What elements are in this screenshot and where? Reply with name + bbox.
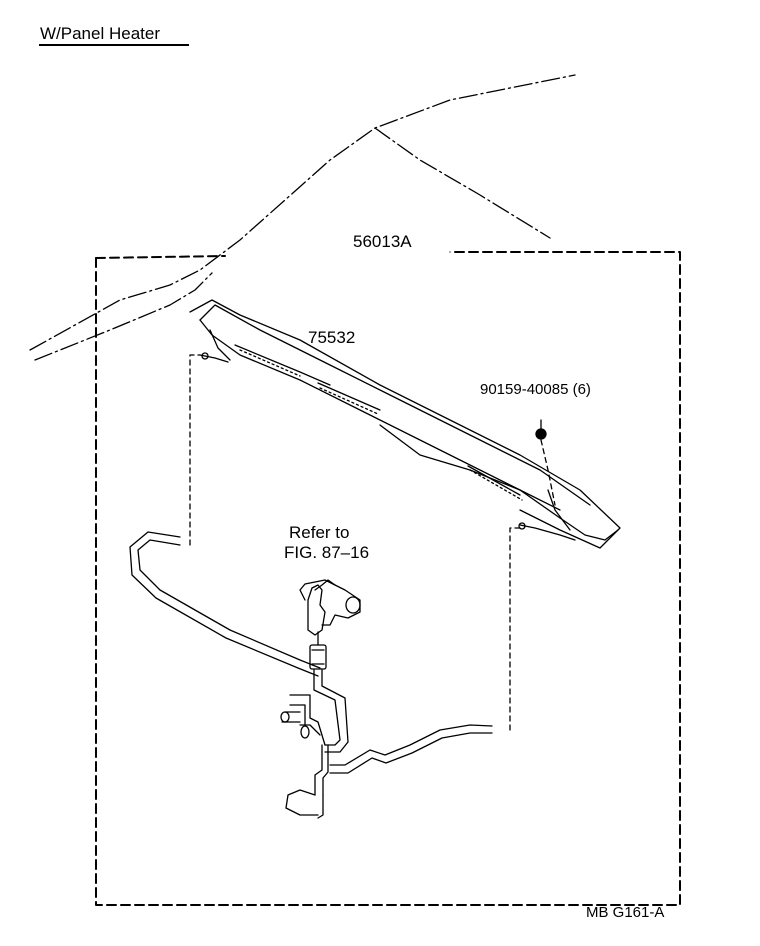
heater-hose-long-left — [129, 531, 321, 677]
clip-leader-dashed — [540, 439, 556, 506]
diagram-title: W/Panel Heater — [40, 24, 160, 43]
cowl-outline — [34, 272, 213, 361]
heater-valve — [299, 579, 361, 670]
clip-part — [535, 419, 547, 440]
windshield-outline — [29, 74, 576, 351]
assembly-label: 56013A — [353, 232, 412, 251]
refer-fig-label: FIG. 87–16 — [284, 543, 370, 562]
refer-to-label: Refer to — [289, 523, 350, 542]
figure-code-label: MB G161-A — [586, 904, 665, 921]
cowl-panel — [189, 299, 621, 549]
right-hose-leader — [509, 527, 521, 731]
clip-part-label: 90159-40085 (6) — [480, 381, 591, 398]
assembly-boundary-box-left-top — [95, 255, 226, 259]
heater-hose-right — [329, 724, 493, 774]
left-hose-leader — [189, 354, 201, 546]
left-panel-connector — [199, 329, 231, 363]
panel-part-label: 75532 — [308, 328, 356, 347]
heater-hose-bottom-left — [285, 789, 324, 819]
heater-hose-center — [313, 669, 349, 796]
heater-hose-lower-pair — [280, 694, 326, 746]
right-panel-connector — [518, 522, 576, 541]
assembly-boundary-box — [95, 251, 681, 906]
title-underline — [39, 44, 189, 46]
